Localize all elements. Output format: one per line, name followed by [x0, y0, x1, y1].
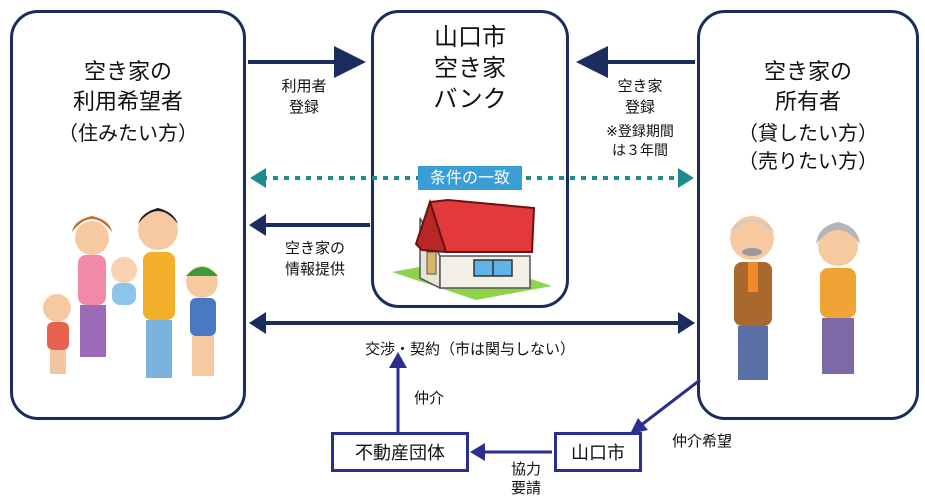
bank-box-line3: バンク	[433, 85, 507, 113]
owner-box-line2: 所有者	[774, 90, 841, 115]
realestate-node: 不動産団体	[331, 432, 469, 472]
owner-register-label-2: 登録	[624, 98, 655, 116]
family-illustration	[43, 208, 218, 378]
owner-box-line4: （売りたい方）	[738, 149, 878, 173]
info-provide-label-2: 情報提供	[284, 260, 345, 278]
user-box-line1: 空き家の	[83, 60, 172, 85]
bank-box-line2: 空き家	[434, 54, 506, 82]
condition-match-label: 条件の一致	[418, 166, 522, 190]
info-provide-label-1: 空き家の	[284, 239, 345, 257]
negotiation-label: 交渉・契約（市は関与しない）	[364, 340, 575, 358]
mediation-request-arrow	[639, 378, 701, 428]
user-register-label-2: 登録	[288, 98, 319, 116]
mediation-request-label: 仲介希望	[671, 432, 732, 450]
condition-left-head	[250, 168, 266, 188]
owner-box-line3: （貸したい方）	[738, 121, 878, 145]
user-register-label-1: 利用者	[281, 77, 327, 95]
user-box-line2: 利用希望者	[72, 90, 183, 115]
mediation-label: 仲介	[413, 389, 444, 407]
owner-box	[697, 10, 919, 420]
owner-register-label-1: 空き家	[617, 77, 663, 95]
elderly-couple-illustration	[730, 216, 860, 380]
period-note-1: ※登録期間	[606, 124, 674, 140]
city-node: 山口市	[554, 432, 642, 472]
bank-box-line1: 山口市	[434, 23, 506, 51]
condition-right-head	[678, 168, 694, 188]
cooperation-label-2: 要請	[510, 479, 541, 497]
user-box-line3: （住みたい方）	[58, 121, 198, 145]
house-icon	[392, 198, 552, 300]
owner-box-line1: 空き家の	[763, 60, 852, 85]
period-note-2: は３年間	[612, 143, 668, 159]
cooperation-label-1: 協力	[510, 460, 541, 478]
